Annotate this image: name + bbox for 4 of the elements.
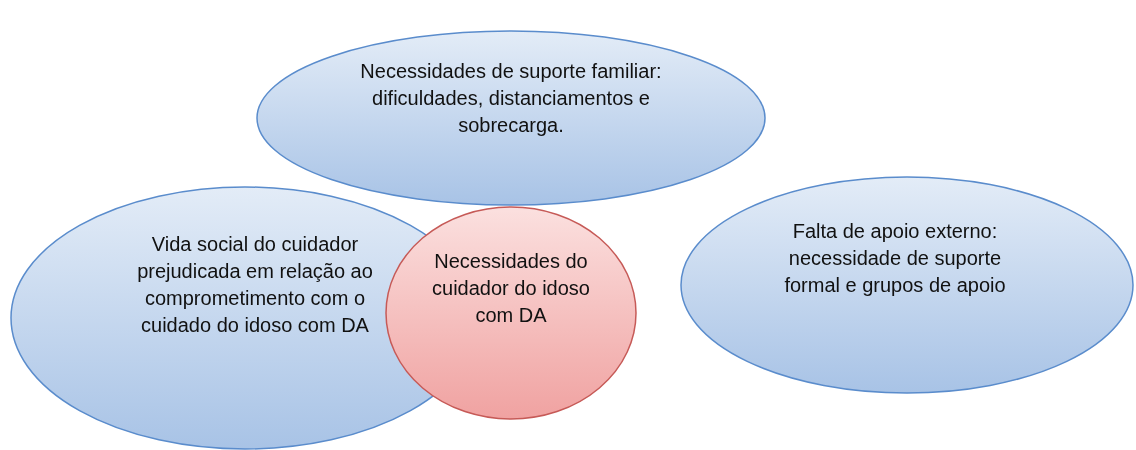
ellipse-text: Vida social do cuidador prejudicada em relação ao comprometimento com o cuidado do idoso com DA bbox=[136, 232, 374, 338]
ellipse-text: Necessidades de suporte familiar: dificuldades, distanciamentos e sobrecarga. bbox=[359, 59, 663, 138]
ellipse-text: Falta de apoio externo: necessidade de suporte formal e grupos de apoio bbox=[783, 219, 1007, 298]
ellipse-text: Necessidades do cuidador do idoso com DA bbox=[431, 249, 591, 328]
